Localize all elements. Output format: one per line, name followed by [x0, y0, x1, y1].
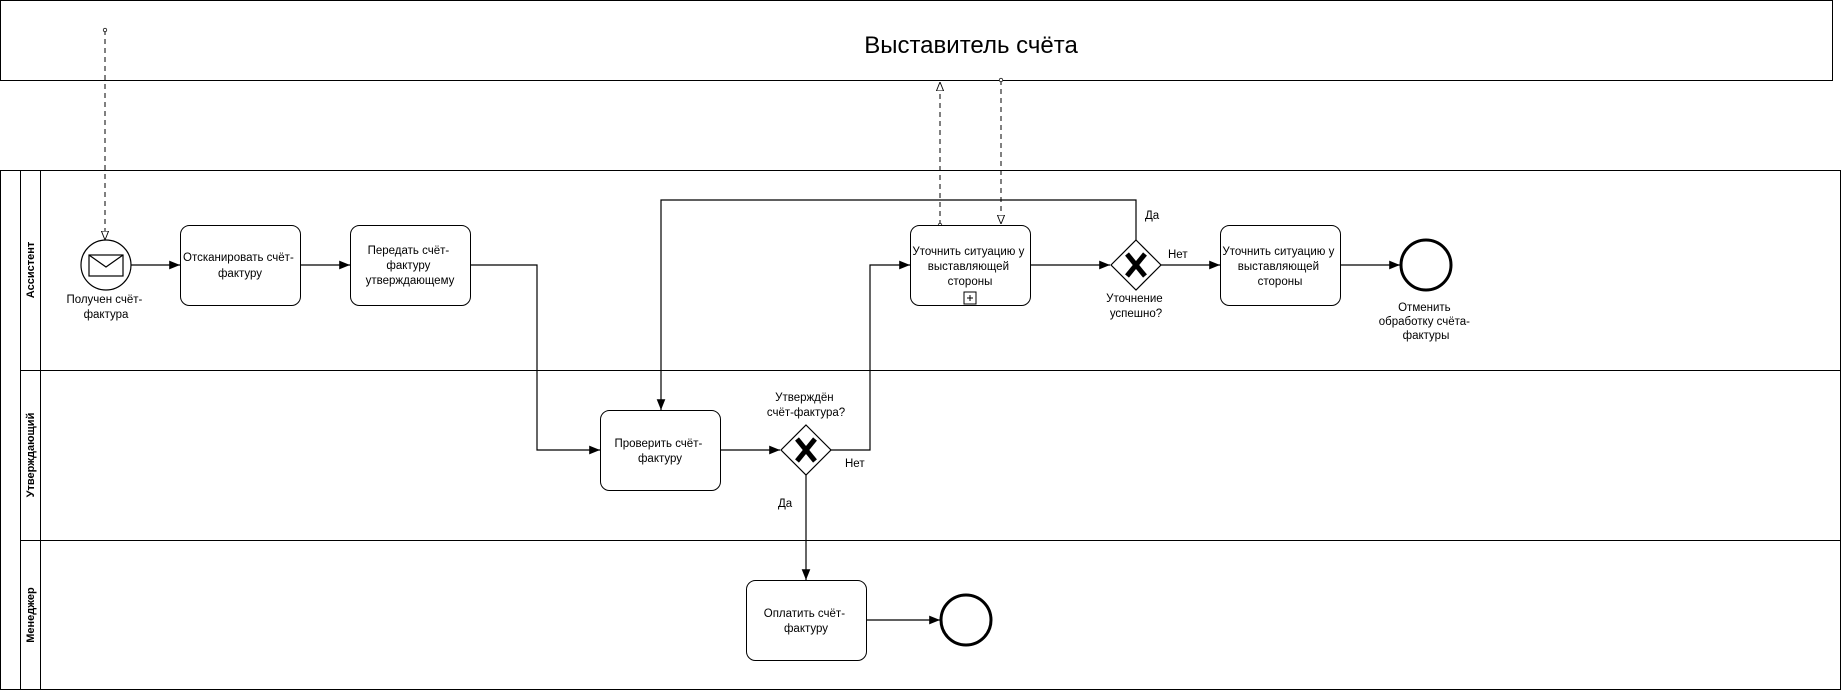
task-pay-invoice[interactable]: Оплатить счёт- фактуру — [746, 580, 867, 661]
lane-assistant-title: Ассистент — [25, 241, 37, 298]
exclusive-x-icon — [795, 437, 817, 463]
expand-marker-icon — [963, 291, 977, 305]
svg-text:Уточнить ситуацию у выст: Уточнить ситуацию у выставляющей стороны — [1222, 246, 1337, 288]
gateway-clarified[interactable] — [1110, 239, 1162, 291]
end-event-cancel-label: Отменить обработку счёта- фактуры — [1379, 302, 1473, 342]
lane-manager-title: Менеджер — [25, 587, 37, 643]
pool-external-title: Выставитель счёта — [864, 32, 1078, 59]
svg-text:Уточнить ситуацию у выст: Уточнить ситуацию у выставляющей стороны — [912, 246, 1027, 288]
start-event-label: Получен счёт- фактура — [66, 294, 145, 321]
svg-text:Оплатить счёт- фактуру: Оплатить счёт- фактуру — [764, 608, 848, 635]
exclusive-x-icon — [1125, 252, 1147, 278]
task-check-invoice[interactable]: Проверить счёт- фактуру — [600, 410, 721, 491]
gateway-approved-label: Утверждён счёт-фактура? — [767, 392, 845, 419]
svg-text:Отсканировать счёт- факт: Отсканировать счёт- фактуру — [183, 252, 297, 280]
flow-gateway-no[interactable] — [830, 260, 910, 451]
end-event-paid[interactable] — [939, 593, 993, 647]
task-clarify-situation-2[interactable]: Уточнить ситуацию у выставляющей стороны — [1220, 225, 1341, 306]
svg-text:Передать счёт- фактуру: Передать счёт- фактуру утверждающему — [366, 245, 455, 287]
flow-label-approved-no: Нет — [845, 458, 865, 470]
flow-label-approved-yes: Да — [778, 498, 793, 510]
flow-clarified-yes[interactable] — [656, 199, 1137, 410]
start-event-invoice-received[interactable] — [80, 239, 132, 291]
task-scan-invoice[interactable]: Отсканировать счёт- фактуру — [180, 225, 301, 306]
subprocess-clarify-situation[interactable]: Уточнить ситуацию у выставляющей стороны — [910, 225, 1031, 306]
flow-label-clarified-no: Нет — [1168, 249, 1188, 261]
flow-pass-check[interactable] — [471, 264, 600, 455]
flow-label-clarified-yes: Да — [1145, 210, 1160, 222]
gateway-approved[interactable] — [780, 424, 832, 476]
envelope-icon — [88, 254, 124, 277]
svg-text:Проверить счёт- фактуру: Проверить счёт- фактуру — [614, 438, 705, 465]
end-event-cancel[interactable] — [1399, 238, 1453, 292]
lane-approver-title: Утверждающий — [25, 413, 37, 498]
gateway-clarified-label: Уточнение успешно? — [1106, 293, 1166, 320]
pool-external[interactable]: Выставитель счёта — [0, 0, 1833, 81]
task-pass-invoice[interactable]: Передать счёт- фактуру утверждающему — [350, 225, 471, 306]
